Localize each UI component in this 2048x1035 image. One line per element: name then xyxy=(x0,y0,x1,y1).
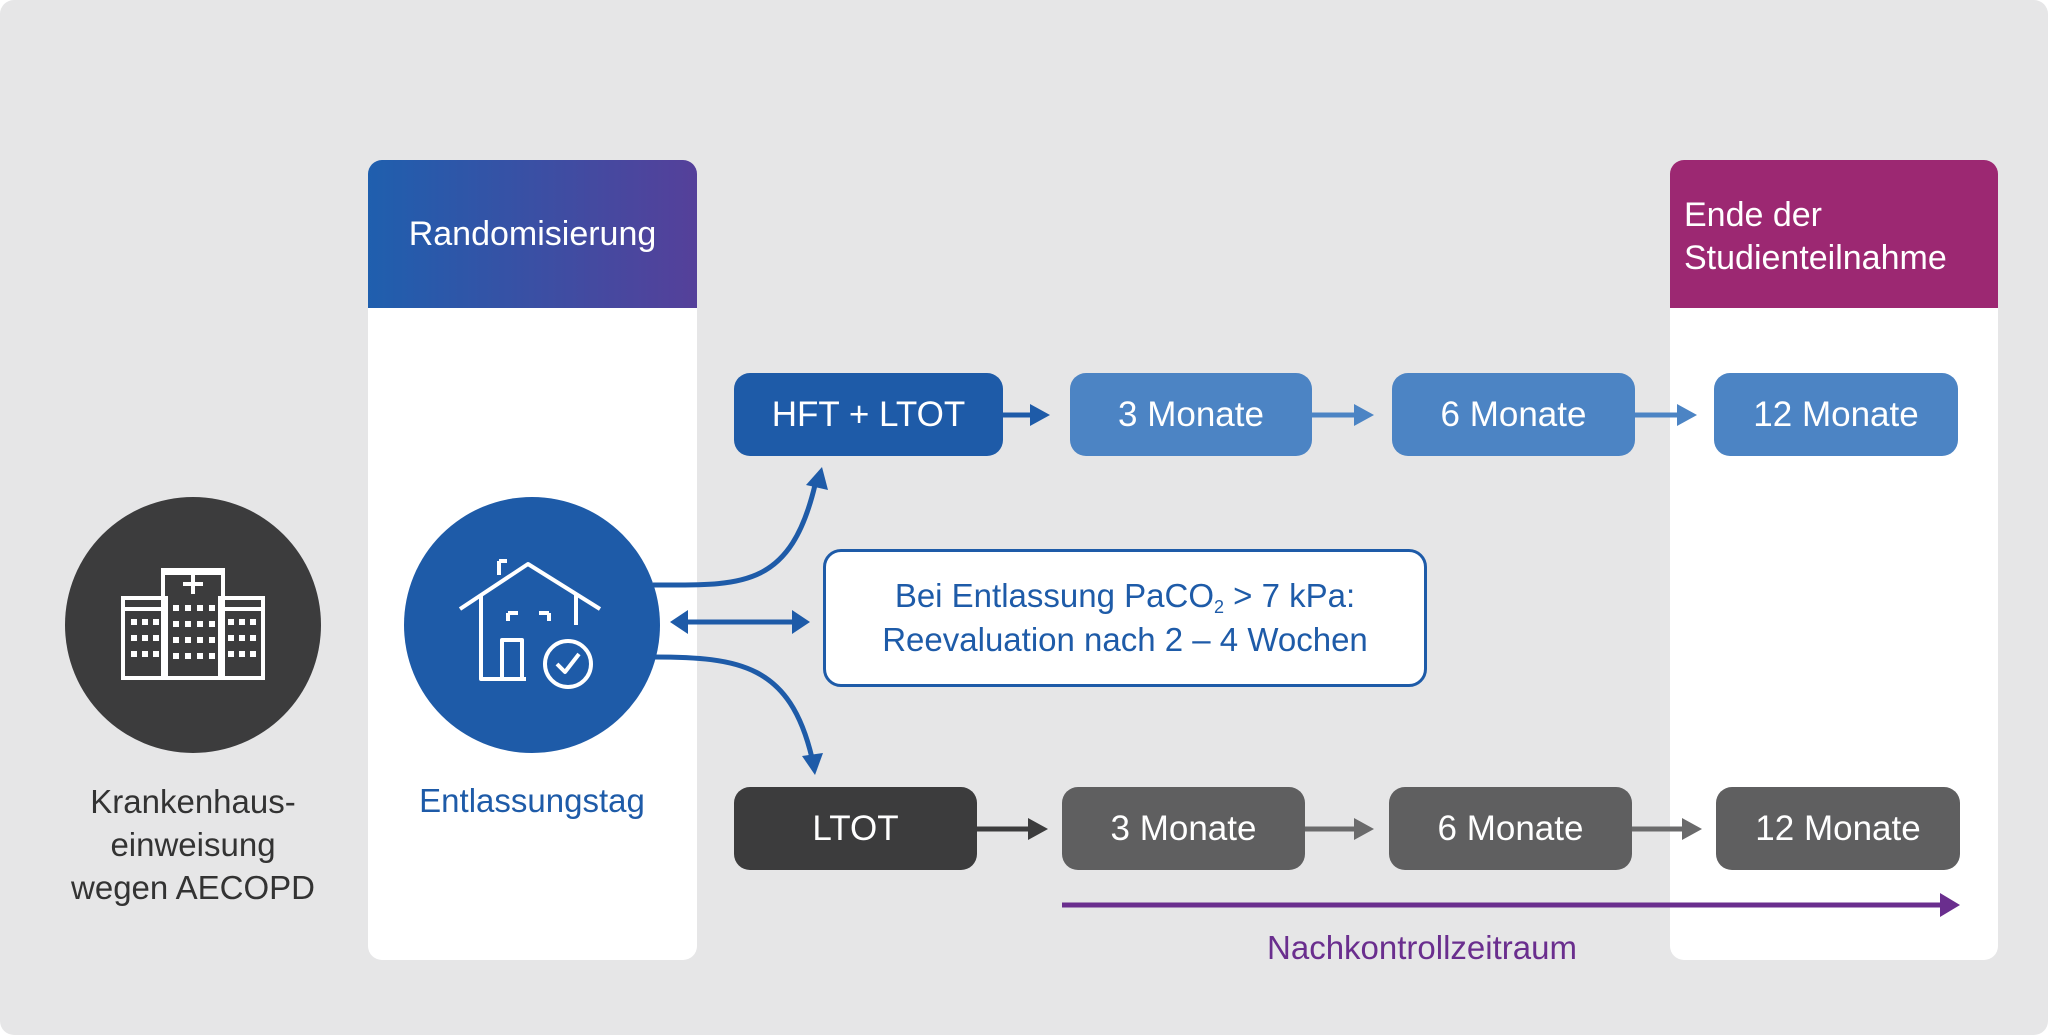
randomization-header: Randomisierung xyxy=(368,160,697,308)
hft-row-arrows xyxy=(1003,404,1697,426)
hospital-icon xyxy=(121,568,265,680)
ltot-box: LTOT xyxy=(734,787,977,870)
ltot-3-months-box: 3 Monate xyxy=(1062,787,1305,870)
followup-period-arrow xyxy=(1062,893,1960,917)
ltot-row-arrows xyxy=(977,818,1702,840)
ltot-6-months-box: 6 Monate xyxy=(1389,787,1632,870)
end-header: Ende der Studienteilnahme xyxy=(1670,160,1998,308)
hospital-label-line1: Krankenhaus- xyxy=(90,783,296,820)
followup-label: Nachkontrollzeitraum xyxy=(1267,929,1577,966)
hospital-label: Krankenhaus- einweisung wegen AECOPD xyxy=(40,780,346,909)
discharge-label: Entlassungstag xyxy=(419,782,645,819)
info-double-arrow xyxy=(670,610,810,634)
randomization-branch-arrows xyxy=(652,484,818,759)
info-line2: Reevaluation nach 2 – 4 Wochen xyxy=(882,621,1368,658)
hft-12-months-box: 12 Monate xyxy=(1714,373,1958,456)
end-title-line1: Ende der xyxy=(1684,196,1822,234)
hft-3-months-box: 3 Monate xyxy=(1070,373,1312,456)
hospital-circle xyxy=(65,497,321,753)
hospital-label-line2: einweisung xyxy=(110,826,276,863)
house-check-icon xyxy=(458,559,602,689)
hft-ltot-box: HFT + LTOT xyxy=(734,373,1003,456)
randomization-title: Randomisierung xyxy=(408,214,657,253)
reevaluation-info-box: Bei Entlassung PaCO2 > 7 kPa: Reevaluati… xyxy=(823,549,1427,687)
hospital-label-line3: wegen AECOPD xyxy=(71,869,315,906)
info-line1: Bei Entlassung PaCO2 > 7 kPa: xyxy=(894,577,1356,617)
ltot-12-months-box: 12 Monate xyxy=(1716,787,1960,870)
discharge-circle xyxy=(404,497,660,753)
end-title-line2: Studienteilnahme xyxy=(1684,239,1947,277)
hft-6-months-box: 6 Monate xyxy=(1392,373,1635,456)
